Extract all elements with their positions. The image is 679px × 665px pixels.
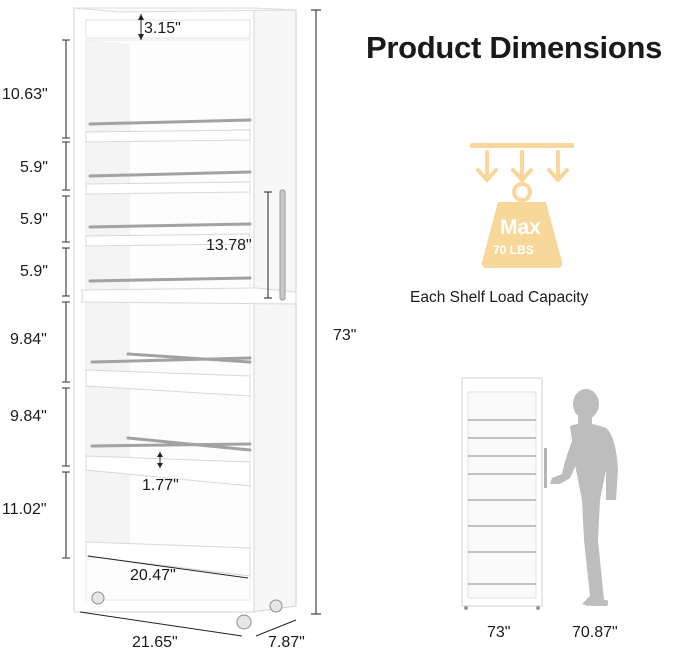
dimension-arrows — [138, 14, 163, 468]
height-label-2: 5.9" — [20, 159, 48, 176]
handle-length-label: 13.78" — [206, 237, 252, 254]
person-silhouette-icon — [550, 389, 618, 606]
width-label: 21.65" — [132, 634, 178, 651]
page-title: Product Dimensions — [366, 30, 663, 65]
shelves — [81, 129, 297, 577]
weight-badge-main: Max — [500, 216, 541, 239]
load-capacity-caption: Each Shelf Load Capacity — [410, 289, 589, 306]
handle-icon — [279, 189, 286, 301]
height-label-7: 11.02" — [2, 501, 47, 518]
height-label-5: 9.84" — [10, 331, 47, 348]
height-label-6: 9.84" — [10, 408, 47, 425]
height-label-3: 5.9" — [20, 211, 48, 228]
top-clearance-label: 3.15" — [144, 20, 181, 37]
weight-badge-sub: 70 LBS — [493, 243, 534, 257]
caster-wheels-icon — [91, 591, 283, 630]
shelf-lip-label: 1.77" — [142, 477, 179, 494]
height-label-4: 5.9" — [20, 263, 48, 280]
dimension-lines — [62, 9, 321, 637]
depth-label: 7.87" — [268, 634, 305, 651]
person-height-label: 70.87" — [572, 624, 618, 641]
cabinet-height-label: 73" — [487, 624, 511, 641]
height-label-1: 10.63" — [2, 86, 48, 103]
small-cabinet — [461, 377, 547, 610]
inner-width-label: 20.47" — [130, 567, 176, 584]
total-height-label: 73" — [333, 327, 357, 344]
weight-icon — [481, 182, 563, 268]
arrow-down-icon — [476, 150, 569, 182]
shelf-rails — [88, 118, 252, 452]
